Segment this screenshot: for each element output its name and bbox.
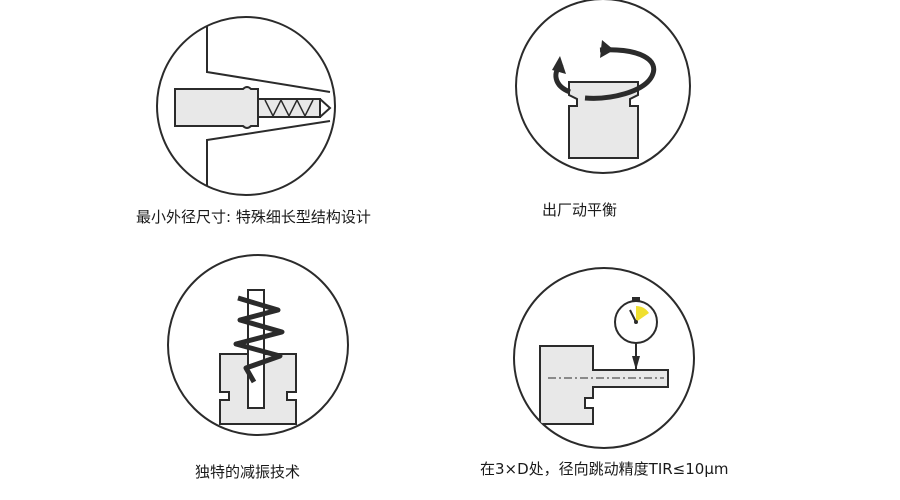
feature-caption: 独特的减振技术 [195,463,301,481]
holder-shank [174,86,259,129]
feature-caption: 出厂动平衡 [542,201,618,219]
holder-body [539,345,669,425]
gauge-needle-sector [636,306,649,322]
holder-body [568,81,639,159]
damping-spring-icon [233,295,285,384]
feature-caption: 最小外径尺寸: 特殊细长型结构设计 [136,208,371,226]
feature-caption: 在3×D处，径向跳动精度TIR≤10μm [480,460,729,478]
rotation-arrow-icon [584,47,657,101]
